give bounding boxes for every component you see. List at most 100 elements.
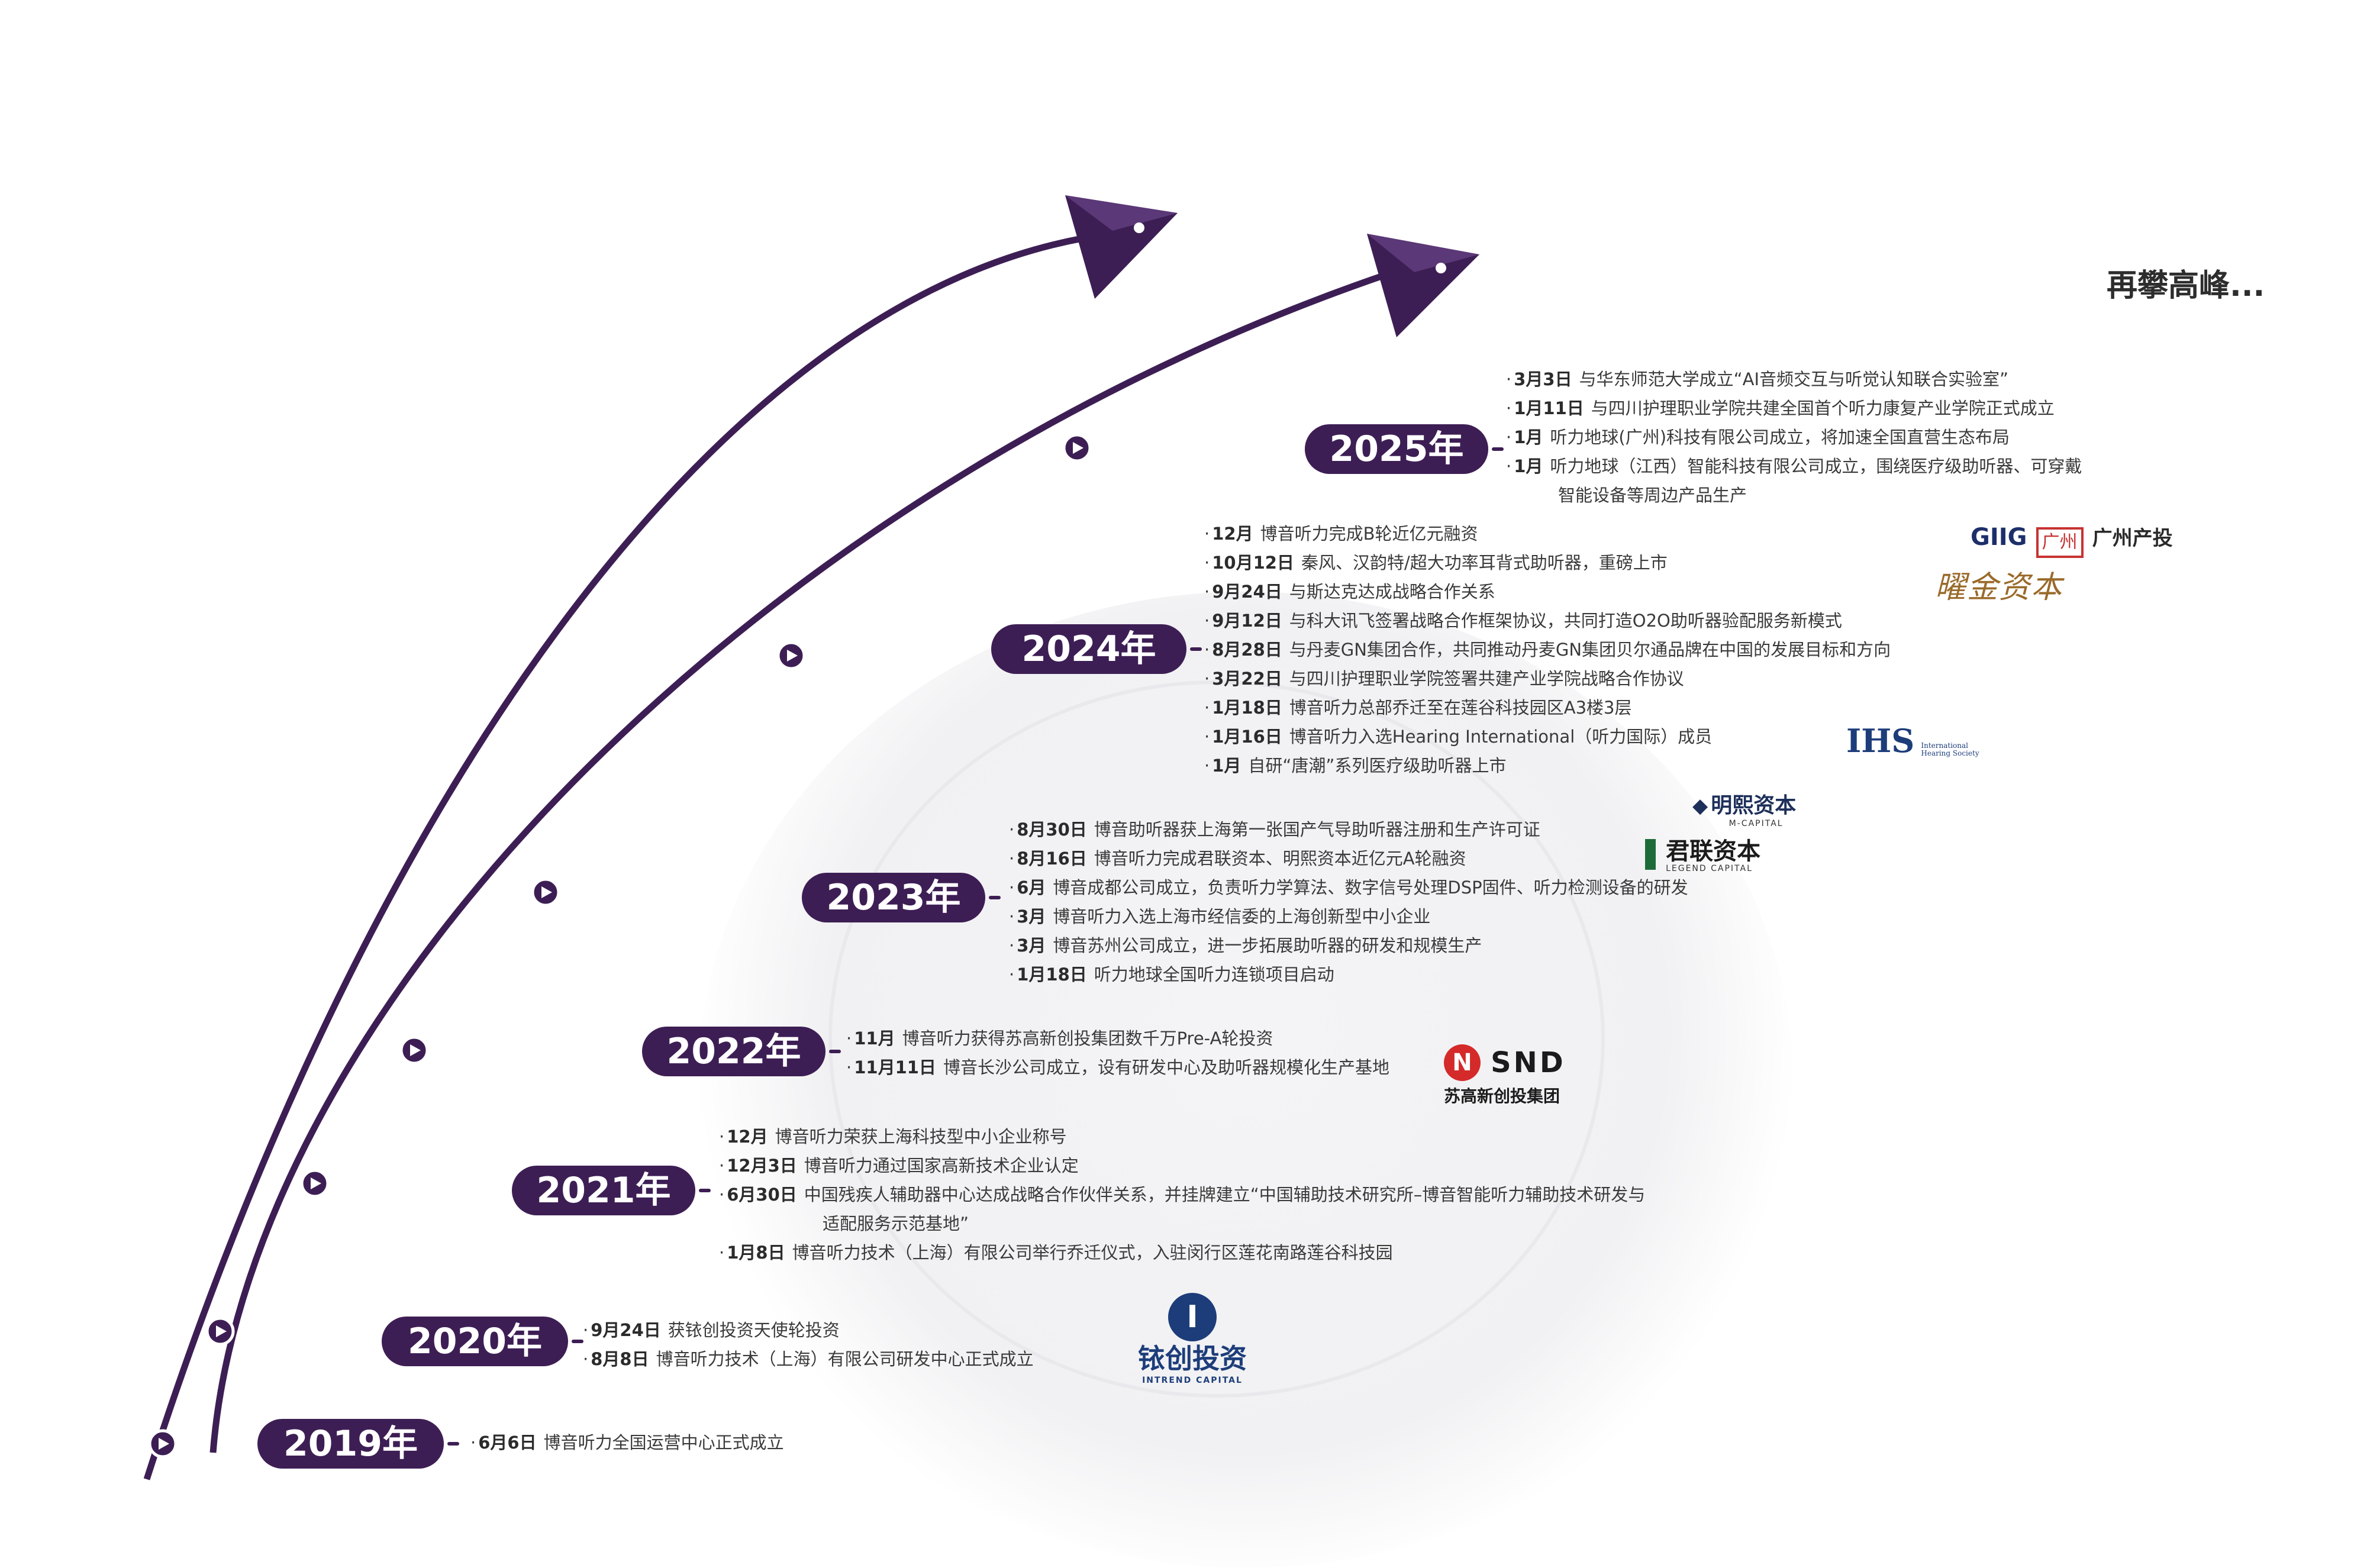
paper-plane-icon-lower bbox=[1367, 234, 1479, 337]
bullet-dot: · bbox=[583, 1320, 589, 1340]
bullet-dot: · bbox=[1204, 524, 1210, 544]
curve-marker-icon bbox=[776, 641, 806, 670]
event-date: 1月 bbox=[1514, 427, 1543, 447]
bullet-dot: · bbox=[1506, 427, 1512, 447]
year-events: ·3月3日与华东师范大学成立“AI音频交互与听觉认知联合实验室”·1月11日与四… bbox=[1506, 365, 2082, 510]
event-text: 博音听力入选Hearing International（听力国际）成员 bbox=[1289, 727, 1713, 747]
year-events: ·12月博音听力完成B轮近亿元融资·10月12日秦风、汉韵特/超大功率耳背式助听… bbox=[1204, 520, 1891, 780]
logo-yaojin: 曜金资本 bbox=[1935, 562, 2063, 606]
event-date: 3月 bbox=[1017, 906, 1046, 927]
event-date: 8月8日 bbox=[591, 1349, 649, 1369]
event-text: 博音听力全国运营中心正式成立 bbox=[543, 1433, 784, 1453]
event-item: ·1月8日博音听力技术（上海）有限公司举行乔迁仪式，入驻闵行区莲花南路莲谷科技园 bbox=[719, 1238, 1645, 1267]
mingxi-wing-icon: ◆ bbox=[1692, 794, 1708, 818]
event-item: ·8月30日博音助听器获上海第一张国产气导助听器注册和生产许可证 bbox=[1009, 815, 1688, 844]
year-pill: 2019年 bbox=[257, 1419, 459, 1469]
event-date: 3月3日 bbox=[1514, 369, 1572, 389]
bullet-dot: · bbox=[470, 1433, 476, 1453]
bullet-dot: · bbox=[846, 1057, 852, 1077]
event-text: 与四川护理职业学院签署共建产业学院战略合作协议 bbox=[1289, 669, 1684, 689]
intrend-logo-sub: INTREND CAPITAL bbox=[1142, 1376, 1243, 1385]
event-text: 博音听力获得苏高新创投集团数千万Pre-A轮投资 bbox=[902, 1028, 1273, 1048]
intrend-logo-text: 铱创投资 bbox=[1138, 1343, 1247, 1375]
event-text-continued: 智能设备等周边产品生产 bbox=[1558, 485, 1747, 505]
paper-plane-icon-upper bbox=[1065, 195, 1178, 299]
event-date: 9月12日 bbox=[1212, 611, 1282, 631]
world-map-outline bbox=[828, 680, 1605, 1398]
event-item: ·1月16日博音听力入选Hearing International（听力国际）成… bbox=[1204, 722, 1891, 751]
event-text: 与斯达克达成战略合作关系 bbox=[1289, 582, 1495, 602]
bullet-dot: · bbox=[1506, 398, 1512, 418]
event-text: 自研“唐潮”系列医疗级助听器上市 bbox=[1248, 756, 1507, 776]
bullet-dot: · bbox=[1009, 906, 1015, 927]
junlian-logo-sub: LEGEND CAPITAL bbox=[1666, 864, 1753, 873]
bullet-dot: · bbox=[1009, 964, 1015, 985]
mingxi-logo-text: 明熙资本 bbox=[1711, 793, 1797, 818]
event-text: 与四川护理职业学院共建全国首个听力康复产业学院正式成立 bbox=[1591, 398, 2055, 418]
event-date: 1月11日 bbox=[1514, 398, 1584, 418]
event-text: 博音听力入选上海市经信委的上海创新型中小企业 bbox=[1053, 906, 1431, 927]
snd-logo-sub: 苏高新创投集团 bbox=[1444, 1086, 1560, 1106]
bullet-dot: · bbox=[1009, 877, 1015, 898]
logo-snd: N SND 苏高新创投集团 bbox=[1444, 1044, 1566, 1107]
bullet-dot: · bbox=[1506, 369, 1512, 389]
year-events: ·9月24日获铱创投资天使轮投资·8月8日博音听力技术（上海）有限公司研发中心正… bbox=[583, 1316, 1034, 1374]
event-date: 9月24日 bbox=[591, 1320, 661, 1340]
event-date: 8月16日 bbox=[1017, 848, 1087, 869]
curve-markers bbox=[148, 433, 1092, 1459]
event-date: 1月18日 bbox=[1017, 964, 1087, 985]
event-text: 博音听力完成B轮近亿元融资 bbox=[1260, 524, 1478, 544]
event-item: ·1月18日博音听力总部乔迁至在莲谷科技园区A3楼3层 bbox=[1204, 693, 1891, 722]
event-date: 1月16日 bbox=[1212, 727, 1282, 747]
event-item: ·3月博音听力入选上海市经信委的上海创新型中小企业 bbox=[1009, 902, 1688, 931]
logo-ihs: IHS International Hearing Society bbox=[1846, 722, 1998, 760]
event-text-continued: 适配服务示范基地” bbox=[823, 1214, 969, 1234]
event-item: ·3月3日与华东师范大学成立“AI音频交互与听觉认知联合实验室” bbox=[1506, 365, 2082, 394]
giig-seal-icon: 广州 bbox=[2036, 527, 2084, 558]
event-date: 1月8日 bbox=[727, 1243, 785, 1263]
event-item: ·6月6日博音听力全国运营中心正式成立 bbox=[470, 1428, 784, 1457]
bullet-dot: · bbox=[1204, 611, 1210, 631]
event-text: 中国残疾人辅助器中心达成战略合作伙伴关系，并挂牌建立“中国辅助技术研究所–博音智… bbox=[804, 1185, 1646, 1205]
event-text: 博音苏州公司成立，进一步拓展助听器的研发和规模生产 bbox=[1053, 935, 1482, 956]
event-item: ·1月听力地球（江西）智能科技有限公司成立，围绕医疗级助听器、可穿戴智能设备等周… bbox=[1506, 452, 2082, 510]
mingxi-logo-sub: M-CAPITAL bbox=[1729, 819, 1784, 828]
logo-intrend: I 铱创投资 INTREND CAPITAL bbox=[1121, 1293, 1263, 1385]
year-pill: 2022年 bbox=[642, 1027, 841, 1076]
giig-suffix: 广州产投 bbox=[2092, 527, 2173, 550]
bullet-dot: · bbox=[1204, 553, 1210, 573]
event-text: 与科大讯飞签署战略合作框架协议，共同打造O2O助听器验配服务新模式 bbox=[1289, 611, 1842, 631]
giig-logo-text: GIIG bbox=[1971, 524, 2027, 551]
event-item: ·12月博音听力荣获上海科技型中小企业称号 bbox=[719, 1122, 1645, 1151]
year-pill: 2023年 bbox=[802, 873, 1001, 922]
event-text: 博音成都公司成立，负责听力学算法、数字信号处理DSP固件、听力检测设备的研发 bbox=[1053, 877, 1688, 898]
bullet-dot: · bbox=[1204, 756, 1210, 776]
year-pill: 2021年 bbox=[512, 1166, 711, 1215]
event-date: 12月3日 bbox=[727, 1156, 797, 1176]
bullet-dot: · bbox=[719, 1156, 725, 1176]
event-item: ·12月博音听力完成B轮近亿元融资 bbox=[1204, 520, 1891, 549]
event-date: 12月 bbox=[1212, 524, 1253, 544]
event-date: 3月 bbox=[1017, 935, 1046, 956]
event-text: 博音听力完成君联资本、明熙资本近亿元A轮融资 bbox=[1094, 848, 1466, 869]
year-events: ·6月6日博音听力全国运营中心正式成立 bbox=[470, 1428, 784, 1457]
event-text: 听力地球(广州)科技有限公司成立，将加速全国直营生态布局 bbox=[1550, 427, 2010, 447]
event-item: ·1月18日听力地球全国听力连锁项目启动 bbox=[1009, 960, 1688, 989]
bullet-dot: · bbox=[1009, 935, 1015, 956]
bullet-dot: · bbox=[719, 1185, 725, 1205]
bullet-dot: · bbox=[1204, 582, 1210, 602]
yaojin-logo-text: 曜金资本 bbox=[1935, 570, 2063, 605]
event-text: 博音听力技术（上海）有限公司研发中心正式成立 bbox=[656, 1349, 1034, 1369]
year-pill: 2025年 bbox=[1305, 424, 1504, 474]
event-date: 1月 bbox=[1212, 756, 1241, 776]
event-item: ·9月24日获铱创投资天使轮投资 bbox=[583, 1316, 1034, 1345]
event-date: 8月30日 bbox=[1017, 820, 1087, 840]
bullet-dot: · bbox=[719, 1127, 725, 1147]
curve-upper bbox=[143, 230, 1113, 1480]
bullet-dot: · bbox=[1204, 669, 1210, 689]
event-item: ·8月16日博音听力完成君联资本、明熙资本近亿元A轮融资 bbox=[1009, 844, 1688, 873]
event-item: ·11月11日博音长沙公司成立，设有研发中心及助听器规模化生产基地 bbox=[846, 1053, 1389, 1082]
bullet-dot: · bbox=[1009, 848, 1015, 869]
event-date: 10月12日 bbox=[1212, 553, 1294, 573]
